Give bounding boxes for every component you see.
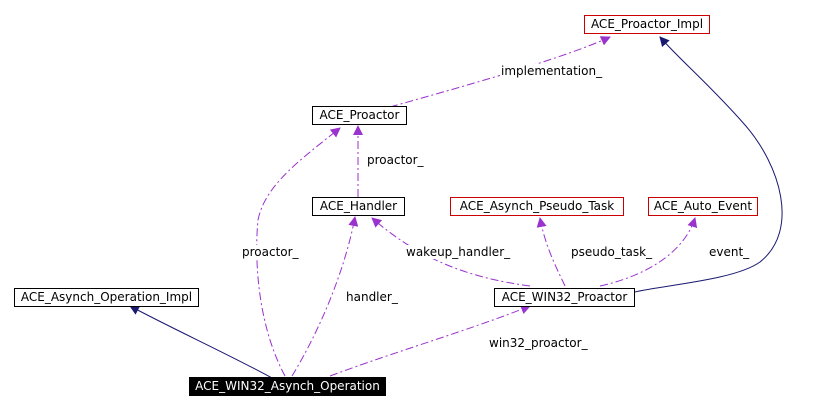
node-ace-proactor[interactable]: ACE_Proactor: [312, 106, 407, 125]
node-ace-win32-proactor[interactable]: ACE_WIN32_Proactor: [494, 288, 635, 307]
edge-label-wakeup-handler: wakeup_handler_: [405, 245, 512, 259]
edge-label-implementation: implementation_: [500, 64, 604, 78]
edge-label-handler: handler_: [345, 290, 399, 304]
node-ace-asynch-pseudo-task[interactable]: ACE_Asynch_Pseudo_Task: [450, 197, 624, 216]
edge-proactor-pseudo-task: [536, 217, 566, 287]
edge-proactor-event: [599, 217, 698, 287]
edge-operation-win32-proactor: [329, 304, 531, 377]
edge-win32-proactor-to-proactor-impl: [634, 36, 783, 293]
edge-label-pseudo-task: pseudo_task_: [570, 245, 654, 259]
node-ace-handler[interactable]: ACE_Handler: [312, 197, 405, 216]
node-ace-win32-asynch-operation: ACE_WIN32_Asynch_Operation: [189, 377, 386, 396]
edge-label-proactor-operation: proactor_: [241, 245, 300, 259]
edge-win32-asynch-operation-to-asynch-operation-impl: [129, 305, 273, 379]
node-ace-proactor-impl[interactable]: ACE_Proactor_Impl: [584, 15, 710, 34]
node-ace-auto-event[interactable]: ACE_Auto_Event: [648, 197, 758, 216]
edge-label-event: event_: [708, 245, 751, 259]
node-ace-asynch-operation-impl[interactable]: ACE_Asynch_Operation_Impl: [14, 288, 199, 307]
edge-proactor-wakeup-handler: [371, 217, 531, 287]
edge-label-win32-proactor: win32_proactor_: [488, 336, 589, 350]
edge-operation-handler: [291, 216, 359, 377]
edge-label-proactor-handler: proactor_: [366, 153, 425, 167]
edge-operation-proactor: [256, 127, 341, 377]
